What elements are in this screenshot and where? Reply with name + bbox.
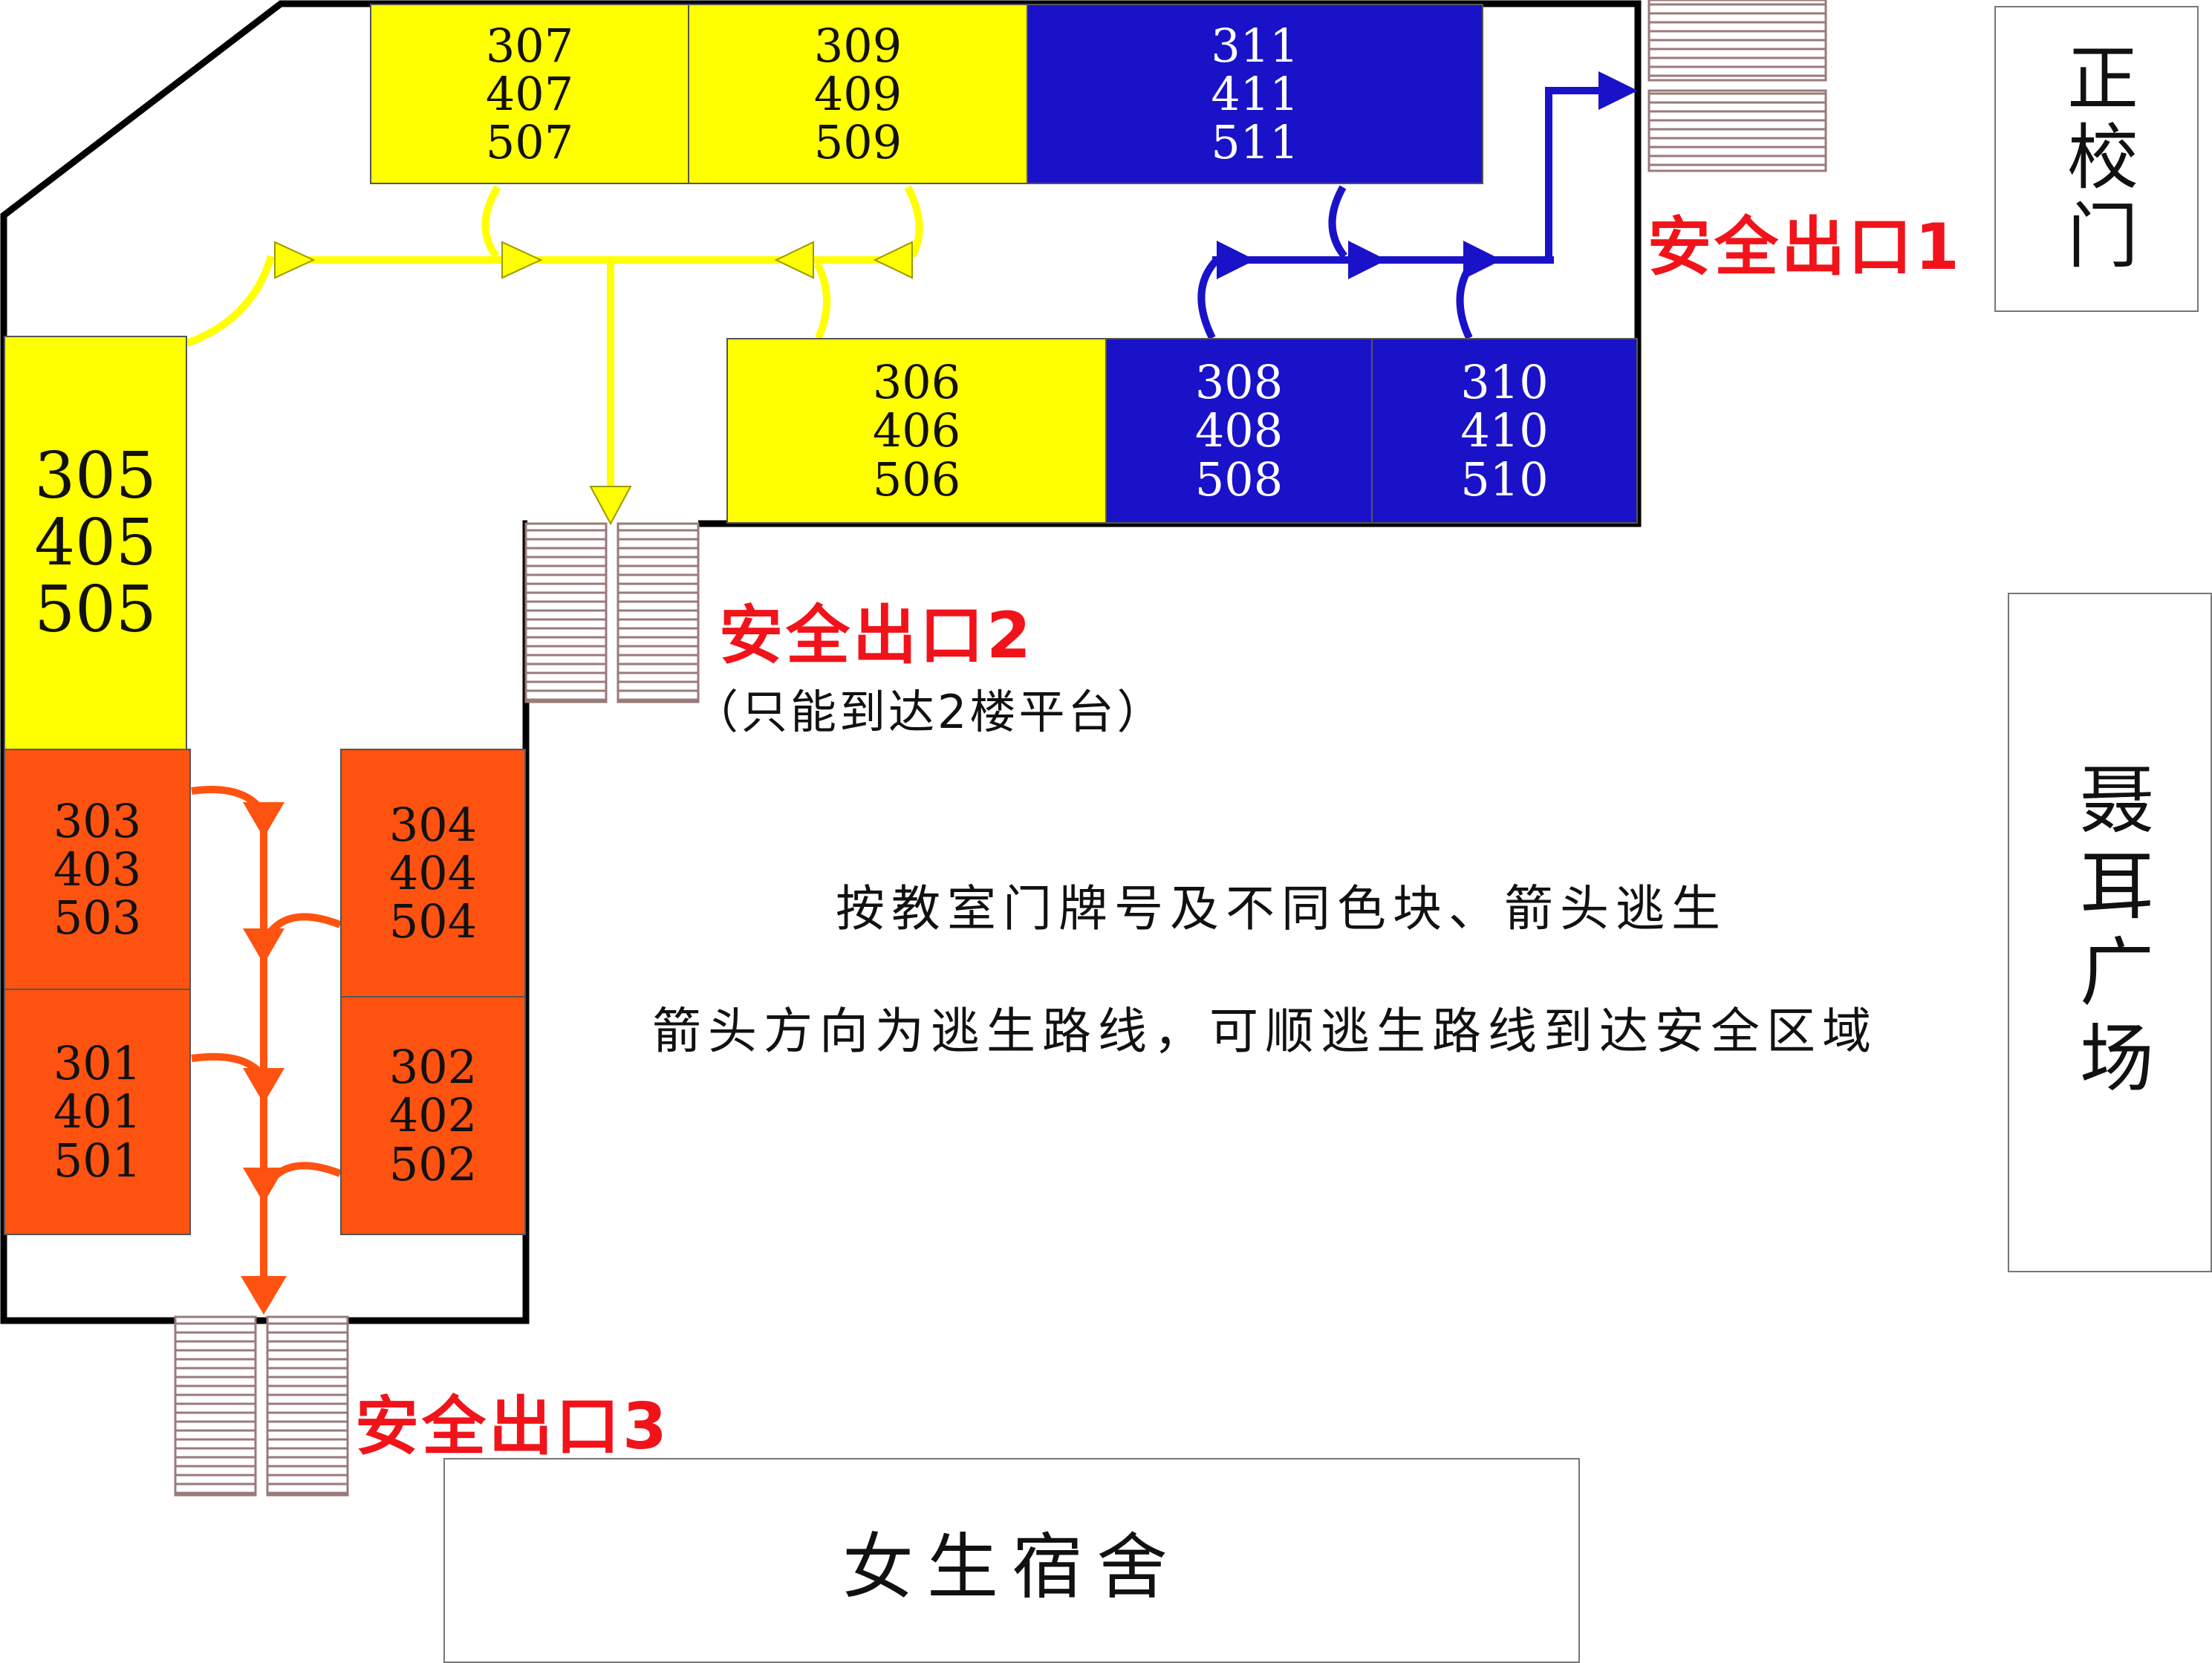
safety-exit-2-label: 安全出口2 (719, 599, 1034, 673)
room-number: 402 (388, 1088, 478, 1143)
room-302-402-502: 302 402 502 (340, 996, 526, 1235)
room-number: 509 (813, 115, 902, 170)
room-number: 511 (1211, 115, 1299, 170)
room-number: 508 (1194, 452, 1284, 507)
room-number: 401 (53, 1084, 142, 1139)
blue-route-arrowheads (1217, 71, 1638, 279)
orange-escape-route (191, 786, 342, 1285)
room-307-407-507: 307 407 507 (370, 4, 689, 184)
room-number: 409 (813, 66, 902, 121)
room-number: 403 (53, 842, 142, 896)
room-311-411-511: 311 411 511 (1027, 4, 1483, 184)
room-305-405-505: 305 405 505 (4, 336, 187, 750)
room-number: 408 (1194, 403, 1284, 458)
room-number: 503 (53, 891, 142, 946)
stairs-exit2-right (617, 522, 700, 703)
room-number: 309 (813, 18, 902, 73)
safety-exit-1-label: 安全出口1 (1647, 210, 1962, 284)
room-number: 305 (34, 438, 157, 513)
legend-line-1: 按教室门牌号及不同色块、箭头逃生 (836, 880, 1727, 937)
room-number: 308 (1194, 355, 1284, 410)
room-number: 311 (1211, 18, 1299, 73)
nie-er-plaza-box: 聂耳广场 (2008, 593, 2212, 1272)
nie-er-plaza-label: 聂耳广场 (2066, 760, 2154, 1105)
room-number: 410 (1460, 403, 1549, 458)
room-number: 304 (388, 797, 478, 852)
room-number: 506 (872, 452, 961, 507)
room-number: 406 (872, 403, 961, 458)
room-number: 405 (34, 505, 157, 580)
safety-exit-3-label: 安全出口3 (355, 1390, 670, 1464)
room-number: 501 (53, 1133, 142, 1188)
legend-line-2: 箭头方向为逃生路线，可顺逃生路线到达安全区域 (652, 1003, 1878, 1060)
room-306-406-506: 306 406 506 (726, 338, 1107, 524)
room-number: 505 (34, 573, 157, 648)
exit-2-note: （只能到达2楼平台） (692, 685, 1166, 739)
room-number: 411 (1211, 66, 1299, 121)
main-gate-label: 正校门 (2055, 41, 2138, 277)
girls-dormitory-box: 女生宿舍 (443, 1458, 1580, 1663)
room-number: 302 (388, 1040, 478, 1095)
room-number: 407 (485, 66, 574, 121)
room-number: 404 (388, 845, 478, 900)
stairs-exit3-left (174, 1315, 257, 1497)
room-number: 307 (485, 18, 574, 73)
room-303-403-503: 303 403 503 (4, 749, 191, 990)
room-number: 310 (1460, 355, 1549, 410)
room-number: 303 (53, 793, 142, 848)
stairs-exit1-upper (1647, 0, 1827, 82)
room-301-401-501: 301 401 501 (4, 989, 191, 1235)
main-gate-box: 正校门 (1994, 6, 2199, 312)
room-number: 502 (388, 1136, 478, 1191)
room-310-410-510: 310 410 510 (1371, 338, 1638, 524)
room-number: 510 (1460, 452, 1549, 507)
orange-route-arrowheads (241, 802, 287, 1315)
yellow-route-arrowheads (274, 241, 913, 526)
room-309-409-509: 309 409 509 (688, 4, 1028, 184)
room-number: 504 (388, 894, 478, 949)
stairs-exit1-lower (1647, 89, 1827, 172)
stairs-exit3-right (266, 1315, 349, 1497)
room-304-404-504: 304 404 504 (340, 749, 526, 998)
room-number: 306 (872, 355, 961, 410)
room-number: 507 (485, 115, 574, 170)
room-number: 301 (53, 1036, 142, 1091)
girls-dormitory-label: 女生宿舍 (842, 1525, 1181, 1609)
room-308-408-508: 308 408 508 (1105, 338, 1373, 524)
stairs-exit2-left (524, 522, 608, 703)
